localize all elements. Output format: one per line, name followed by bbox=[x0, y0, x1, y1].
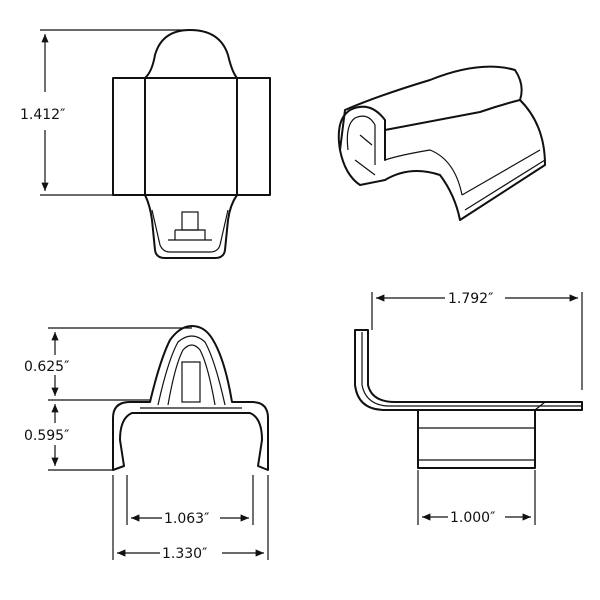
end-view bbox=[112, 325, 269, 471]
dimension-upper-height: 0.625″ bbox=[24, 327, 192, 401]
dimension-height-front: 1.412″ bbox=[20, 29, 190, 196]
dimension-inner-width: 1.063″ bbox=[126, 475, 254, 527]
dimension-label: 1.063″ bbox=[164, 511, 209, 527]
side-view bbox=[354, 329, 583, 469]
dimension-label: 0.625″ bbox=[24, 359, 69, 375]
dimension-label: 0.595″ bbox=[24, 428, 69, 444]
dimension-outer-width: 1.330″ bbox=[112, 475, 269, 562]
dimension-base-width-side: 1.000″ bbox=[417, 470, 536, 526]
dimension-label: 1.330″ bbox=[162, 546, 207, 562]
dimension-label: 1.412″ bbox=[20, 107, 65, 123]
dimension-length-side: 1.792″ bbox=[371, 291, 583, 390]
dimension-label: 1.000″ bbox=[450, 510, 495, 526]
top-view bbox=[112, 29, 271, 259]
isometric-view bbox=[337, 65, 546, 221]
dimension-lower-height: 0.595″ bbox=[24, 404, 113, 471]
dimension-label: 1.792″ bbox=[448, 291, 493, 307]
